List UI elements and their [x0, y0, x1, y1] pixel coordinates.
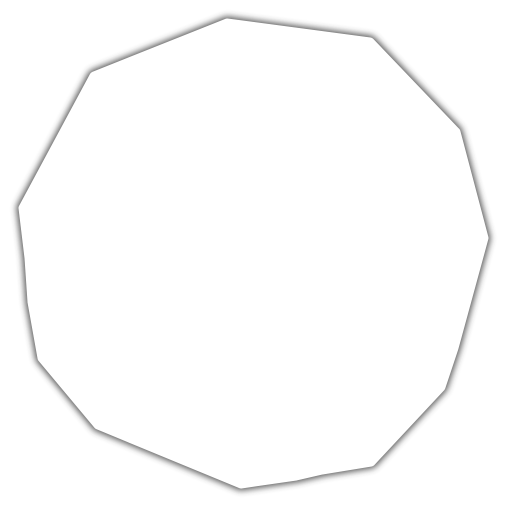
- polygon-outline: [18, 18, 489, 489]
